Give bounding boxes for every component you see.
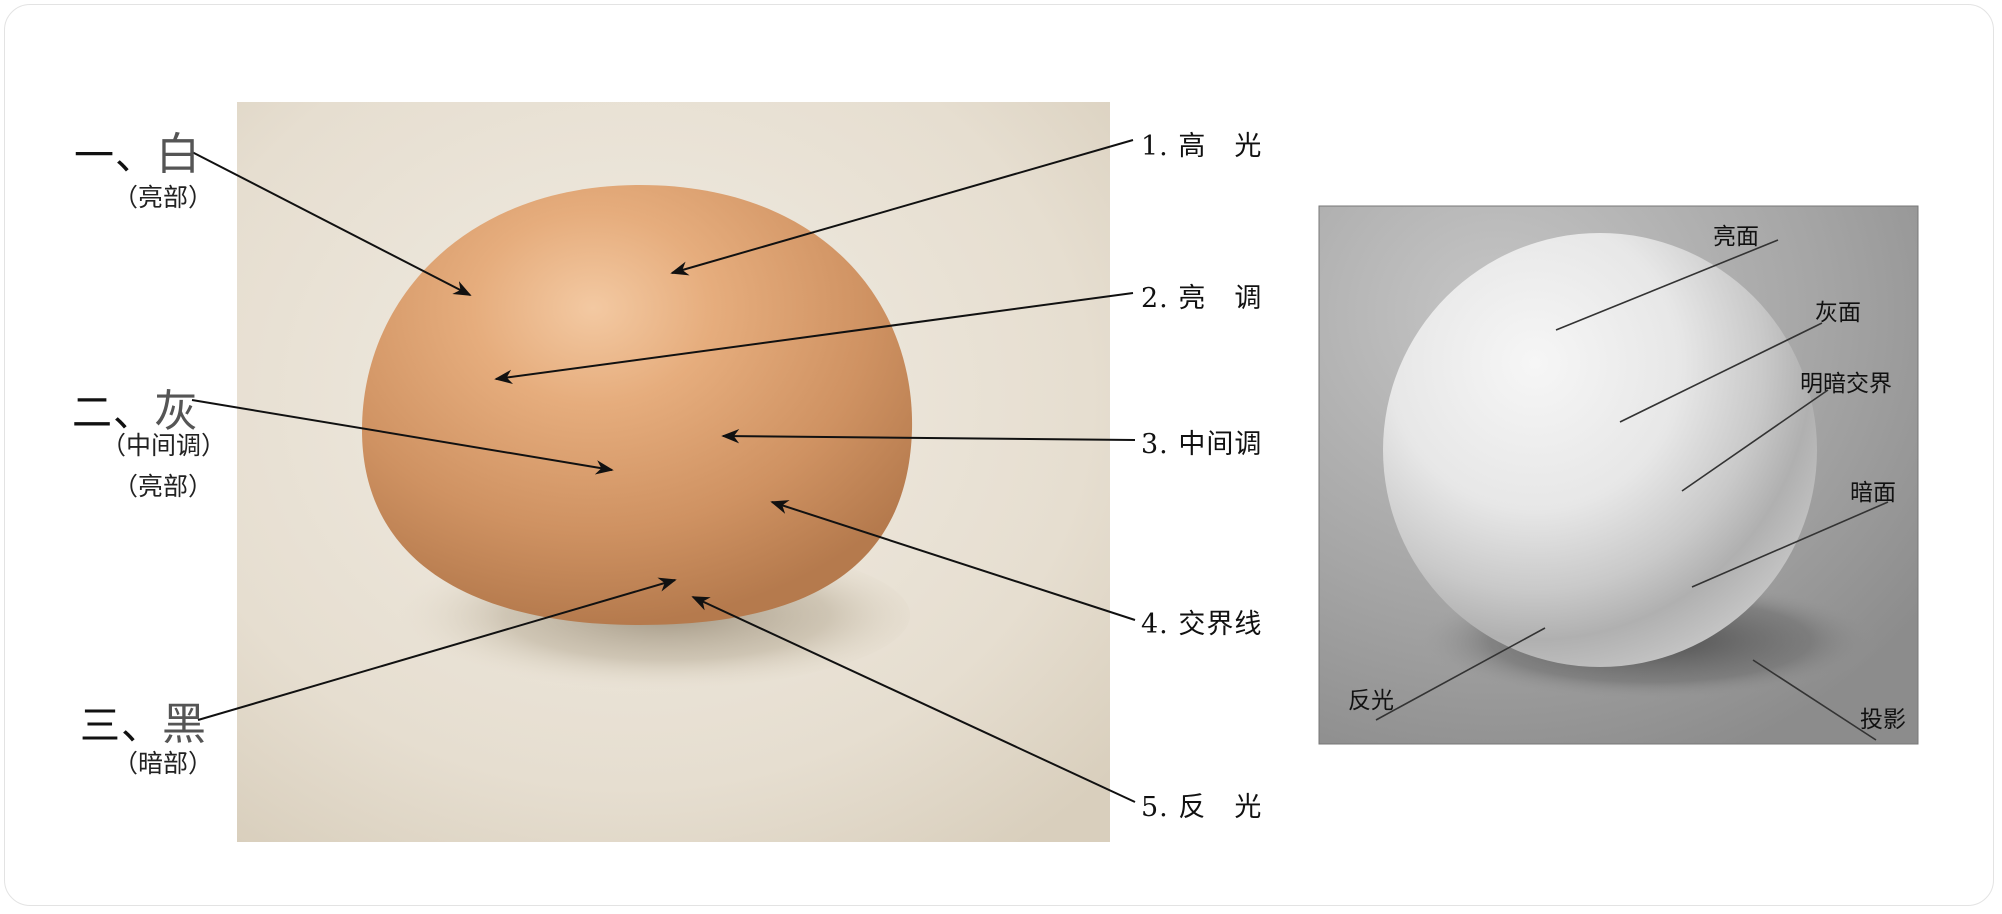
zone-black-sub: （暗部） <box>113 749 214 778</box>
zone-black-prefix: 三、 <box>80 703 162 749</box>
sphere-label-gray-face: 灰面 <box>1815 300 1861 326</box>
zone-gray-char: 灰 <box>154 386 199 437</box>
zone-white-prefix: 一、 <box>74 133 156 179</box>
sphere-leader-lines <box>1375 239 1889 741</box>
label-terminator: 4. 交界线 <box>1141 609 1263 640</box>
egg-photo <box>237 102 1110 842</box>
label-midtone: 3. 中间调 <box>1141 429 1263 460</box>
sphere-photo <box>1318 205 1919 745</box>
label-highlight: 1. 高 光 <box>1141 131 1263 162</box>
zone-label-gray: 二、灰 <box>72 375 199 439</box>
label-reflected-light: 5. 反 光 <box>1141 792 1263 823</box>
zone-label-white: 一、白 <box>74 118 201 182</box>
zone-gray-sub-midtone: （中间调） <box>101 431 227 460</box>
zone-white-sub: （亮部） <box>113 183 214 212</box>
zone-gray-sub-light: （亮部） <box>113 472 214 501</box>
sphere-label-dark-face: 暗面 <box>1850 480 1896 506</box>
zone-label-black: 三、黑 <box>80 688 207 752</box>
zone-white-char: 白 <box>156 129 201 180</box>
zone-gray-prefix: 二、 <box>72 390 154 436</box>
zone-black-char: 黑 <box>162 699 207 750</box>
sphere-label-terminator: 明暗交界 <box>1800 371 1892 397</box>
sphere-label-reflected: 反光 <box>1348 688 1394 714</box>
sphere-label-light-face: 亮面 <box>1713 224 1759 250</box>
sphere-label-cast-shadow: 投影 <box>1860 707 1906 733</box>
label-light-tone: 2. 亮 调 <box>1141 283 1263 314</box>
egg-leader-lines <box>191 139 1136 803</box>
